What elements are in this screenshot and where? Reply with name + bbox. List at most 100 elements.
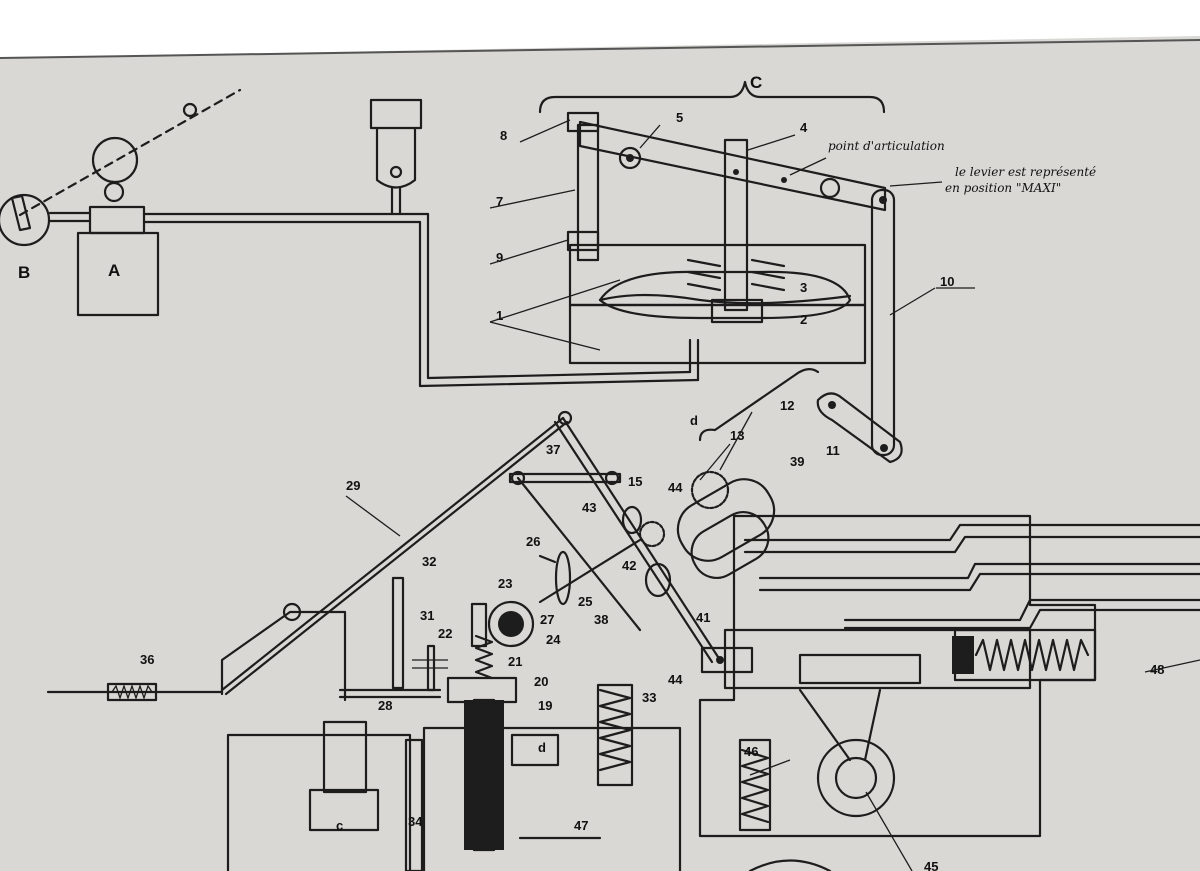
disc-25 (554, 550, 572, 606)
label-8: 8 (500, 128, 507, 143)
label-a: A (108, 261, 120, 280)
gear-cylinder-39 (676, 478, 776, 562)
gear-b (0, 193, 51, 247)
cam-24 (487, 600, 535, 648)
pivot-block-44 (700, 646, 754, 674)
label-b: B (18, 263, 30, 282)
label-43: 43 (582, 500, 596, 515)
label-11: 11 (826, 443, 840, 458)
capsule-assembly (538, 80, 903, 464)
label-12: 12 (780, 398, 794, 413)
brace-d (698, 368, 820, 442)
label-36: 36 (140, 652, 154, 667)
label-26: 26 (526, 534, 540, 549)
nut-9 (566, 230, 600, 252)
label-27: 27 (540, 612, 554, 627)
valve-19 (464, 700, 504, 850)
chamber-c (308, 788, 380, 832)
annotation-lever-line1: le levier est représenté (955, 165, 1096, 179)
sheet-top-edge (0, 39, 1200, 59)
pipe-middle (758, 562, 1200, 592)
spring-22 (474, 634, 494, 680)
rod-4 (723, 138, 749, 312)
spring-3 (686, 258, 786, 292)
capsule-chamber (598, 270, 852, 320)
label-32: 32 (422, 554, 436, 569)
label-44-upper: 44 (668, 480, 683, 495)
label-4: 4 (800, 120, 808, 135)
label-25: 25 (578, 594, 592, 609)
label-22: 22 (438, 626, 452, 641)
label-39: 39 (790, 454, 804, 469)
filter-bowl (375, 126, 417, 189)
label-2: 2 (800, 312, 807, 327)
wheel-small (103, 181, 125, 203)
label-1: 1 (496, 308, 503, 323)
gear-15 (621, 505, 643, 535)
label-37: 37 (546, 442, 560, 457)
pivot-5b (819, 177, 841, 199)
gear-44-top (638, 520, 666, 548)
spring-33 (598, 688, 632, 772)
link-11 (816, 392, 903, 464)
filter-cap (369, 98, 423, 130)
label-46: 46 (744, 744, 758, 759)
valve-plunger (952, 636, 974, 674)
label-41: 41 (696, 610, 710, 625)
label-d-upper: d (690, 413, 698, 428)
label-20: 20 (534, 674, 548, 689)
label-23: 23 (498, 576, 512, 591)
label-28: 28 (378, 698, 392, 713)
return-spring (974, 638, 1090, 672)
rod-7 (576, 123, 600, 262)
label-10: 10 (940, 274, 954, 289)
annotation-pivot: point d'articulation (828, 139, 945, 153)
label-d-lower: d (538, 740, 546, 755)
label-3: 3 (800, 280, 807, 295)
label-42: 42 (622, 558, 636, 573)
lever-knob (182, 102, 198, 118)
label-c: C (750, 73, 762, 92)
label-38: 38 (594, 612, 608, 627)
lower-left-assembly (46, 576, 682, 871)
label-c-lower: c (336, 818, 343, 833)
rod-29 (220, 416, 565, 692)
label-7: 7 (496, 194, 503, 209)
annotation-lever-line2: en position "MAXI" (945, 181, 1061, 195)
spring-housing-33 (596, 683, 634, 787)
label-45: 45 (924, 859, 938, 871)
distributor-assembly (698, 514, 1200, 871)
brace-c (538, 80, 886, 114)
label-34: 34 (408, 814, 423, 829)
spring-46 (740, 748, 770, 824)
piston-28 (322, 720, 368, 794)
pivot-5a (618, 146, 642, 170)
capsule-lower-housing (568, 303, 867, 365)
gear-cylinder-41 (690, 511, 770, 579)
label-44-lower: 44 (668, 672, 683, 687)
shaft-45 (816, 738, 896, 818)
chamber-d (510, 733, 560, 767)
gear-42 (644, 562, 672, 598)
label-33: 33 (642, 690, 656, 705)
label-15: 15 (628, 474, 642, 489)
label-47: 47 (574, 818, 588, 833)
pipe-upper (743, 523, 1200, 554)
label-21: 21 (508, 654, 522, 669)
cap-20 (446, 676, 518, 704)
rod-32 (391, 576, 405, 690)
gear-b-pawl (10, 194, 32, 232)
rod-37 (508, 472, 622, 484)
label-31: 31 (420, 608, 434, 623)
label-5: 5 (676, 110, 683, 125)
body-left (226, 733, 412, 871)
gear-13 (690, 470, 730, 510)
diaphragm-2 (598, 293, 852, 305)
lever-5 (578, 120, 887, 212)
nut-8 (566, 111, 600, 133)
label-29: 29 (346, 478, 360, 493)
paper-sheet (0, 36, 1200, 871)
spring-housing-46 (738, 738, 772, 832)
